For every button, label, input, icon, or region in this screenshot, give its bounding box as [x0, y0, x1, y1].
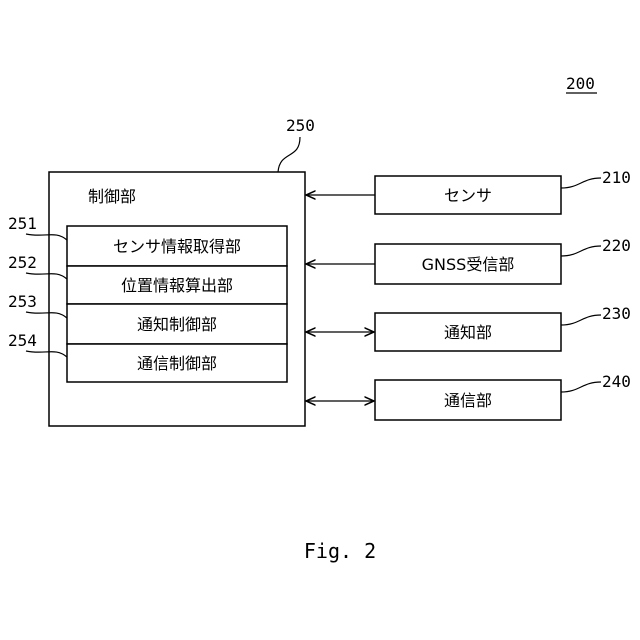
- figure-ref-label: 200: [566, 74, 595, 93]
- controller-ref: 250: [286, 116, 315, 135]
- notifier-label: 通知部: [444, 323, 492, 342]
- figure-caption: Fig. 2: [304, 539, 376, 563]
- leader-220: [561, 246, 601, 256]
- module-ref-253: 253: [8, 292, 37, 311]
- controller-title: 制御部: [88, 187, 136, 206]
- peripheral-ref-210: 210: [602, 168, 631, 187]
- peripheral-ref-220: 220: [602, 236, 631, 255]
- module-label-notify-control: 通知制御部: [137, 315, 217, 334]
- leader-230: [561, 315, 601, 325]
- controller-leader: [278, 137, 300, 172]
- sensor-label: センサ: [444, 186, 492, 205]
- module-ref-254: 254: [8, 331, 37, 350]
- leader-210: [561, 178, 601, 188]
- module-label-sensor-info: センサ情報取得部: [113, 237, 241, 256]
- module-label-comm-control: 通信制御部: [137, 354, 217, 373]
- peripheral-ref-240: 240: [602, 372, 631, 391]
- gnss-receiver-label: GNSS受信部: [422, 255, 515, 274]
- leader-240: [561, 382, 601, 392]
- module-ref-251: 251: [8, 214, 37, 233]
- module-ref-252: 252: [8, 253, 37, 272]
- communicator-label: 通信部: [444, 391, 492, 410]
- peripheral-ref-230: 230: [602, 304, 631, 323]
- module-label-position-calc: 位置情報算出部: [121, 276, 233, 295]
